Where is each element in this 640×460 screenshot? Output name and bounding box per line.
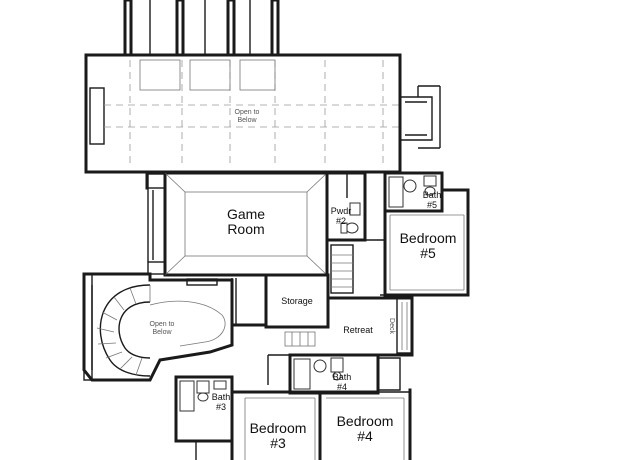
game-room bbox=[147, 171, 329, 277]
game-room-label-2: Room bbox=[227, 221, 264, 237]
bedroom5-label-2: #5 bbox=[420, 245, 436, 261]
game-room-label-1: Game bbox=[227, 206, 265, 222]
bath5-label-1: Bath bbox=[423, 190, 442, 200]
bath4-label-2: #4 bbox=[337, 382, 347, 392]
bedroom4-label-1: Bedroom bbox=[337, 413, 394, 429]
bath4-label-1: Bath bbox=[333, 372, 352, 382]
porch-columns bbox=[123, 0, 280, 57]
powder-label-1: Pwdr bbox=[331, 206, 352, 216]
powder-room bbox=[325, 171, 367, 242]
bath3-label-2: #3 bbox=[216, 402, 226, 412]
open-below-stair-label-1: Open to bbox=[150, 321, 175, 328]
open-below-stair-label-2: Below bbox=[152, 329, 172, 336]
bath-4 bbox=[267, 353, 401, 395]
bath5-label-2: #5 bbox=[427, 200, 437, 210]
service-stair bbox=[330, 244, 354, 294]
bedroom5-label-1: Bedroom bbox=[400, 230, 457, 246]
bath-3 bbox=[174, 375, 234, 460]
bedroom3-label-1: Bedroom bbox=[250, 420, 307, 436]
powder-label-2: #2 bbox=[336, 216, 346, 226]
open-below-upper-label-1: Open to bbox=[235, 109, 260, 116]
curved-stair-open-to-below bbox=[82, 272, 234, 382]
open-to-below-upper-area bbox=[84, 53, 441, 174]
bedroom4-label-2: #4 bbox=[357, 428, 373, 444]
open-below-upper-label-2: Below bbox=[237, 117, 257, 124]
storage bbox=[264, 273, 330, 329]
bedroom3-label-2: #3 bbox=[270, 435, 286, 451]
deck-label: Deck bbox=[388, 318, 395, 334]
storage-label: Storage bbox=[281, 296, 313, 306]
exterior-walls bbox=[145, 53, 402, 190]
bedroom-4 bbox=[318, 376, 412, 460]
bath3-label-1: Bath bbox=[212, 392, 231, 402]
retreat-label: Retreat bbox=[343, 325, 373, 335]
hall bbox=[186, 278, 268, 327]
